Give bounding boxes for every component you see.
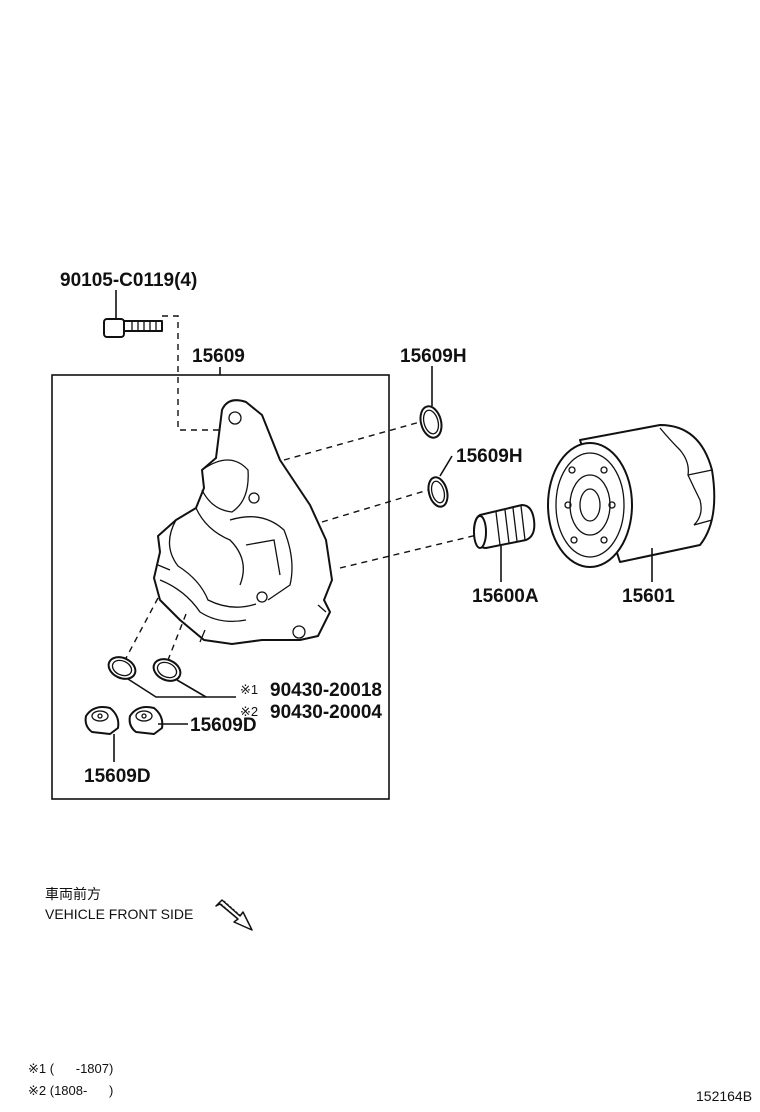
front-arrow-icon [215,899,253,931]
oring-lower-icon-inner [430,480,446,504]
dash-oring-upper [283,421,421,461]
label-gasket-2: 90430-20004 [270,702,382,723]
housing-icon [153,399,333,645]
label-plug-left: 15609D [84,766,151,787]
gasket-right-icon [152,658,182,682]
note-2: ※2 (1808- ) [28,1083,113,1098]
dash-oring-lower [321,489,429,523]
plug-left-icon [84,706,120,735]
dash-union [339,534,478,569]
gasket-right-leader [176,679,207,698]
label-housing: 15609 [192,346,245,367]
gasket-2-mark: ※2 [240,704,258,719]
direction-jp: 車両前方 [45,886,101,902]
figure-id: 152164B [696,1088,752,1104]
label-gasket-1: 90430-20018 [270,680,382,701]
oring-lower-icon [427,476,449,508]
oring-upper-icon-inner [422,409,440,435]
label-union: 15600A [472,586,539,607]
label-oring-upper: 15609H [400,346,467,367]
label-plug-right: 15609D [190,715,257,736]
oil-filter-icon [547,424,716,568]
label-bolt: 90105-C0119(4) [60,270,197,291]
gasket-right-icon-inner [156,661,178,679]
gasket-left-icon-inner [111,659,133,677]
bolt-dashed-path [162,315,225,431]
union-icon [473,504,536,549]
gasket-1-mark: ※1 [240,682,258,697]
oring-lower-leader [439,455,453,477]
bolt-icon [103,318,163,338]
label-oring-lower: 15609H [456,446,523,467]
oring-upper-icon [419,405,443,439]
dash-gasket-right [167,613,187,661]
direction-en: VEHICLE FRONT SIDE [45,906,193,922]
gasket-left-leader [127,678,236,698]
dash-gasket-left [124,597,159,661]
note-1: ※1 ( -1807) [28,1061,113,1076]
gasket-left-icon [107,656,137,680]
plug-right-icon [128,706,164,735]
label-filter: 15601 [622,586,675,607]
